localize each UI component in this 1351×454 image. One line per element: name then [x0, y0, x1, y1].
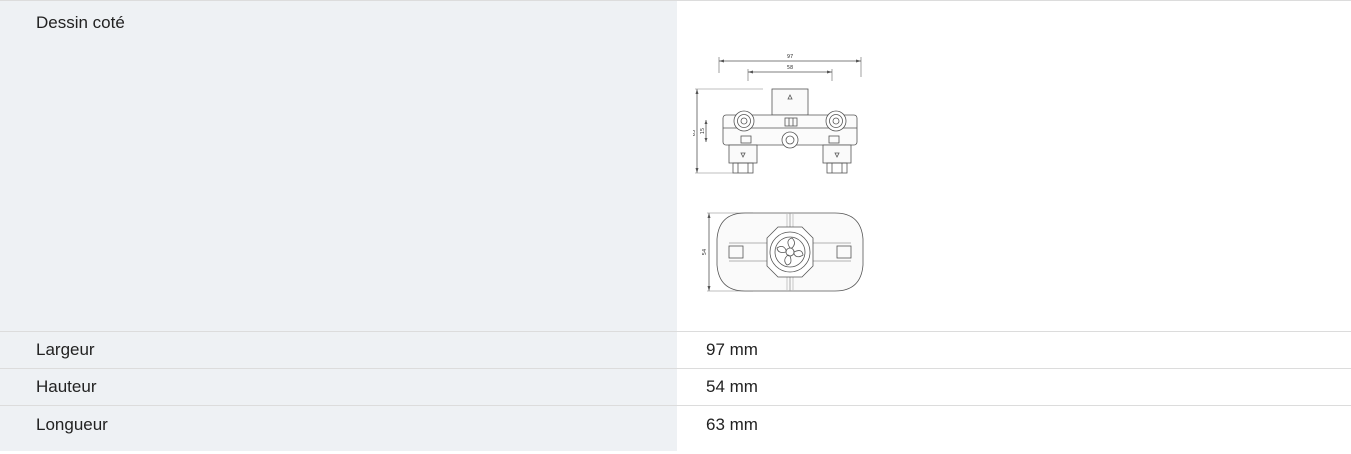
- spec-value: 97 mm: [677, 332, 1351, 368]
- spec-label: Longueur: [0, 406, 677, 451]
- dimension-drawing-cell: 97 58 63 15: [677, 1, 1351, 331]
- spec-label: Largeur: [0, 332, 677, 368]
- spec-label: Dessin coté: [0, 1, 677, 331]
- dim-height: 63: [693, 130, 697, 136]
- table-row: Largeur 97 mm: [0, 332, 1351, 369]
- dim-port-height: 15: [700, 128, 706, 134]
- dim-depth: 54: [702, 249, 708, 255]
- dim-inner-width: 58: [787, 65, 793, 71]
- spec-value: 63 mm: [677, 406, 1351, 451]
- dim-overall-width: 97: [787, 54, 793, 60]
- table-row: Longueur 63 mm: [0, 406, 1351, 451]
- spec-label: Hauteur: [0, 369, 677, 405]
- spec-value: 54 mm: [677, 369, 1351, 405]
- table-row: Hauteur 54 mm: [0, 369, 1351, 406]
- dimension-drawing: 97 58 63 15: [693, 54, 864, 292]
- table-row: Dessin coté 97 58: [0, 1, 1351, 332]
